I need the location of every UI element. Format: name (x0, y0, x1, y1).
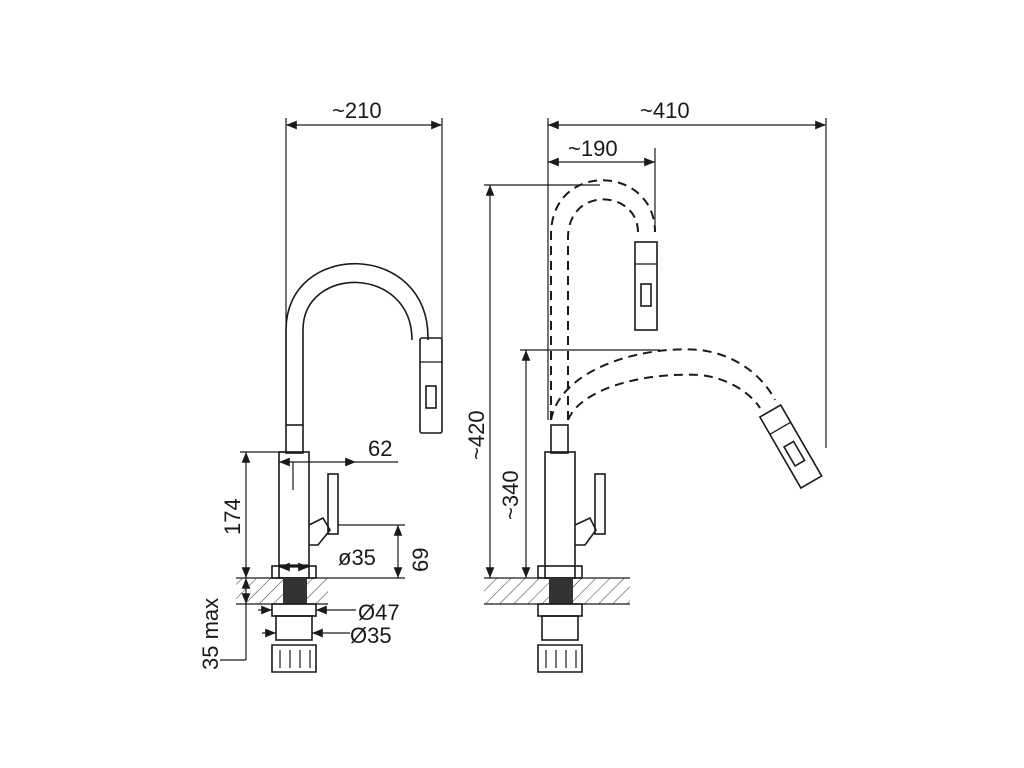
dim-lever-height-69: 69 (408, 548, 433, 572)
left-spout-hose (285, 262, 443, 434)
dim-reach-up-190: ~190 (568, 136, 618, 161)
dim-thread-inner: Ø35 (350, 623, 392, 648)
left-countertop (236, 578, 328, 604)
right-faucet-body (537, 424, 606, 579)
dim-body-diameter: ø35 (338, 545, 376, 570)
right-shank (537, 578, 583, 673)
dim-width-210: ~210 (332, 98, 382, 123)
dim-lever-offset-62: 62 (368, 436, 392, 461)
dim-height-down-340: ~340 (498, 470, 523, 520)
right-hose-extended (550, 348, 823, 490)
dim-reach-410: ~410 (640, 98, 690, 123)
left-view: ~210 62 174 69 ø35 Ø47 Ø35 35 max (198, 98, 443, 673)
left-faucet-body (271, 424, 339, 579)
dim-countertop-max: 35 max (198, 598, 223, 670)
right-view: ~410 ~190 ~420 ~340 (464, 98, 827, 673)
right-hose-raised (550, 179, 658, 420)
dim-height-174: 174 (220, 498, 245, 535)
dim-thread-outer: Ø47 (358, 600, 400, 625)
dim-height-up-420: ~420 (464, 410, 489, 460)
